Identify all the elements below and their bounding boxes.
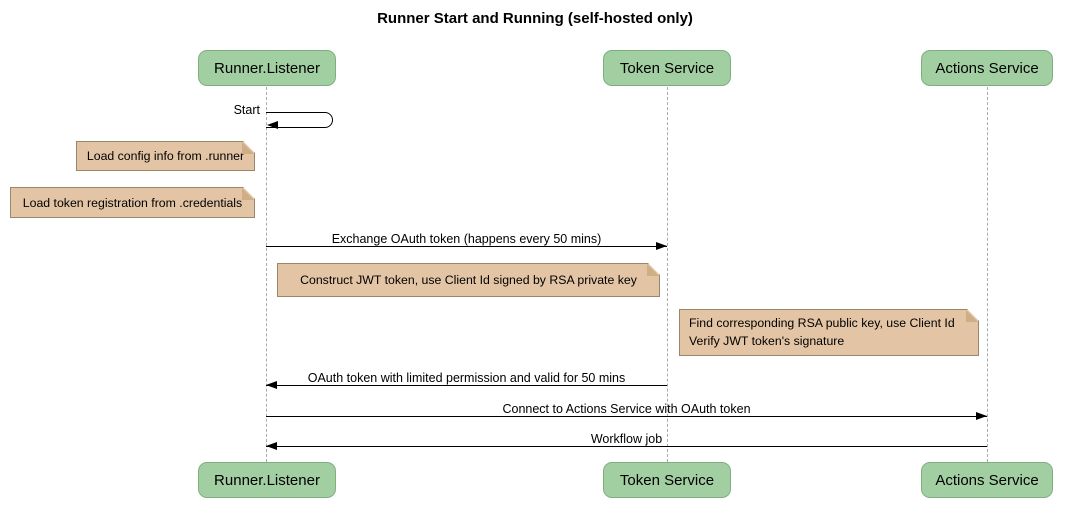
arrowhead-right-icon (976, 412, 987, 420)
self-message-loop (266, 112, 333, 128)
note-construct-jwt: Construct JWT token, use Client Id signe… (277, 263, 660, 297)
participant-label: Actions Service (935, 471, 1039, 489)
note-fold-icon (242, 142, 254, 154)
note-fold-icon (966, 310, 978, 322)
lifeline-runner-listener (266, 87, 267, 462)
arrowhead-left-icon (266, 442, 277, 450)
note-load-config: Load config info from .runner (76, 141, 255, 171)
note-text: Load token registration from .credential… (22, 195, 243, 210)
note-verify-jwt: Find corresponding RSA public key, use C… (679, 309, 979, 356)
arrowhead-left-icon (267, 121, 278, 129)
participant-label: Actions Service (935, 59, 1039, 77)
note-text-line1: Find corresponding RSA public key, use C… (689, 315, 955, 330)
note-fold-icon (242, 188, 254, 200)
message-label-exchange: Exchange OAuth token (happens every 50 m… (331, 232, 602, 246)
note-load-credentials: Load token registration from .credential… (10, 187, 255, 218)
note-fold-icon (647, 264, 659, 276)
message-line (266, 416, 987, 417)
participant-label: Token Service (619, 59, 715, 77)
note-text: Load config info from .runner (86, 149, 245, 163)
lifeline-actions-service (987, 87, 988, 462)
note-text: Construct JWT token, use Client Id signe… (300, 273, 637, 287)
message-label-start: Start (233, 103, 260, 117)
diagram-title: Runner Start and Running (self-hosted on… (377, 10, 693, 27)
message-label-connect: Connect to Actions Service with OAuth to… (502, 402, 751, 416)
note-text-line2: Verify JWT token's signature (689, 333, 845, 348)
participant-token-service-top: Token Service (603, 50, 731, 86)
arrowhead-left-icon (266, 381, 277, 389)
participant-label: Token Service (619, 471, 715, 489)
participant-runner-listener-bottom: Runner.Listener (198, 462, 336, 498)
participant-token-service-bottom: Token Service (603, 462, 731, 498)
message-line (266, 446, 987, 447)
participant-label: Runner.Listener (214, 471, 320, 489)
message-line (266, 385, 667, 386)
message-line (266, 246, 667, 247)
participant-runner-listener-top: Runner.Listener (198, 50, 336, 86)
lifeline-token-service (667, 87, 668, 462)
participant-label: Runner.Listener (214, 59, 320, 77)
message-label-oauth-return: OAuth token with limited permission and … (307, 371, 626, 385)
arrowhead-right-icon (656, 242, 667, 250)
message-label-workflow: Workflow job (590, 432, 663, 446)
participant-actions-service-bottom: Actions Service (921, 462, 1053, 498)
participant-actions-service-top: Actions Service (921, 50, 1053, 86)
